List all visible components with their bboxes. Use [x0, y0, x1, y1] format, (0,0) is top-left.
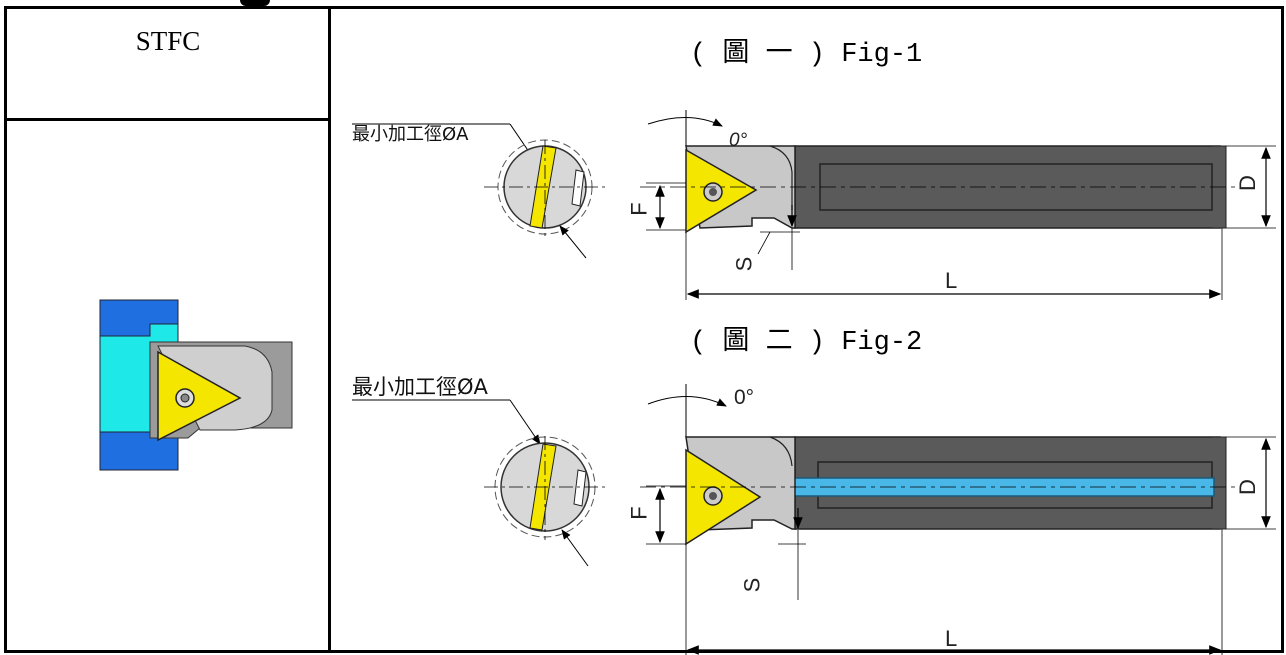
row-divider: [4, 118, 330, 121]
fig1-dim-l: L: [945, 268, 958, 293]
fig2-drawing: [352, 384, 1276, 655]
fig1-title: ( 圖 一 ) Fig-1: [690, 40, 923, 70]
schematic-illustration: [99, 299, 293, 471]
title-fragment: [240, 0, 270, 6]
fig2-dim-l: L: [945, 626, 958, 651]
fig2-angle-label: 0°: [734, 386, 755, 409]
tool-code-label: STFC: [135, 26, 201, 56]
fig1-drawing: [352, 110, 1276, 300]
fig2-title: ( 圖 二 ) Fig-2: [690, 328, 923, 358]
fig1-min-bore-label: 最小加工徑ØA: [352, 124, 469, 145]
column-divider: [328, 6, 331, 653]
insert-triangle: [157, 350, 242, 442]
fig2-min-bore-label: 最小加工徑ØA: [352, 375, 488, 399]
fig2-insert: [685, 448, 762, 546]
spec-table-frame: [4, 6, 1284, 653]
